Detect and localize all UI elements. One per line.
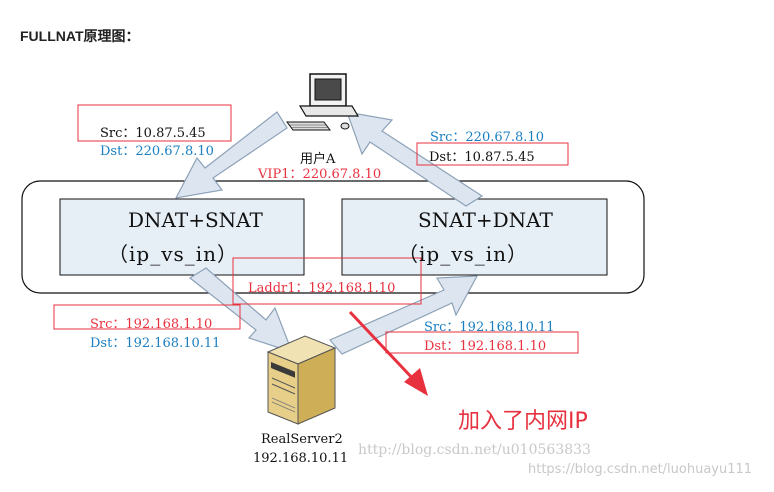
- laddr-box: [232, 257, 422, 305]
- annotation-pointer-head: [404, 368, 428, 396]
- diagram-title: FULLNAT原理图：: [20, 28, 140, 44]
- server-icon: [266, 335, 337, 425]
- client-label: 用户A: [300, 152, 336, 167]
- out-top-src: Src：220.67.8.10: [430, 130, 544, 145]
- packet-box-in-bottom: [53, 304, 241, 330]
- arrow-dnat-to-server: [188, 267, 294, 353]
- arrow-server-to-snat: [329, 275, 479, 355]
- dnat-snat-box: [59, 198, 305, 276]
- packet-box-out-bottom: [385, 331, 579, 354]
- snat-dnat-subtitle: （ip_vs_in）: [398, 242, 529, 266]
- in-bottom-dst: Dst：192.168.10.11: [90, 336, 221, 351]
- client-computer-icon: [286, 73, 360, 131]
- dnat-snat-title: DNAT+SNAT: [128, 208, 263, 232]
- annotation-text: 加入了内网IP: [458, 409, 588, 434]
- in-top-dst: Dst：220.67.8.10: [100, 144, 214, 159]
- annotation-pointer-line: [348, 310, 418, 384]
- out-bottom-src: Src：192.168.10.11: [424, 320, 555, 335]
- watermark-blog: http://blog.csdn.net/u010563833: [358, 442, 591, 458]
- arrow-snat-to-client: [346, 111, 484, 207]
- out-bottom-dst: Dst：192.168.1.10: [424, 339, 547, 354]
- vip-label: VIP1：220.67.8.10: [258, 167, 382, 182]
- dnat-snat-subtitle: （ip_vs_in）: [108, 242, 239, 266]
- server-ip: 192.168.10.11: [253, 451, 349, 466]
- server-name: RealServer2: [261, 432, 343, 447]
- snat-dnat-title: SNAT+DNAT: [418, 208, 553, 232]
- packet-box-out-top: [416, 142, 569, 166]
- laddr-label: Laddr1：192.168.1.10: [248, 281, 396, 296]
- in-top-src: Src：10.87.5.45: [100, 126, 206, 141]
- arrow-client-to-dnat: [174, 111, 288, 199]
- in-bottom-src: Src：192.168.1.10: [90, 317, 213, 332]
- watermark-blog2: https://blog.csdn.net/luohuayu111: [528, 462, 753, 477]
- packet-box-in-top: [77, 104, 232, 142]
- out-top-dst: Dst：10.87.5.45: [429, 150, 535, 165]
